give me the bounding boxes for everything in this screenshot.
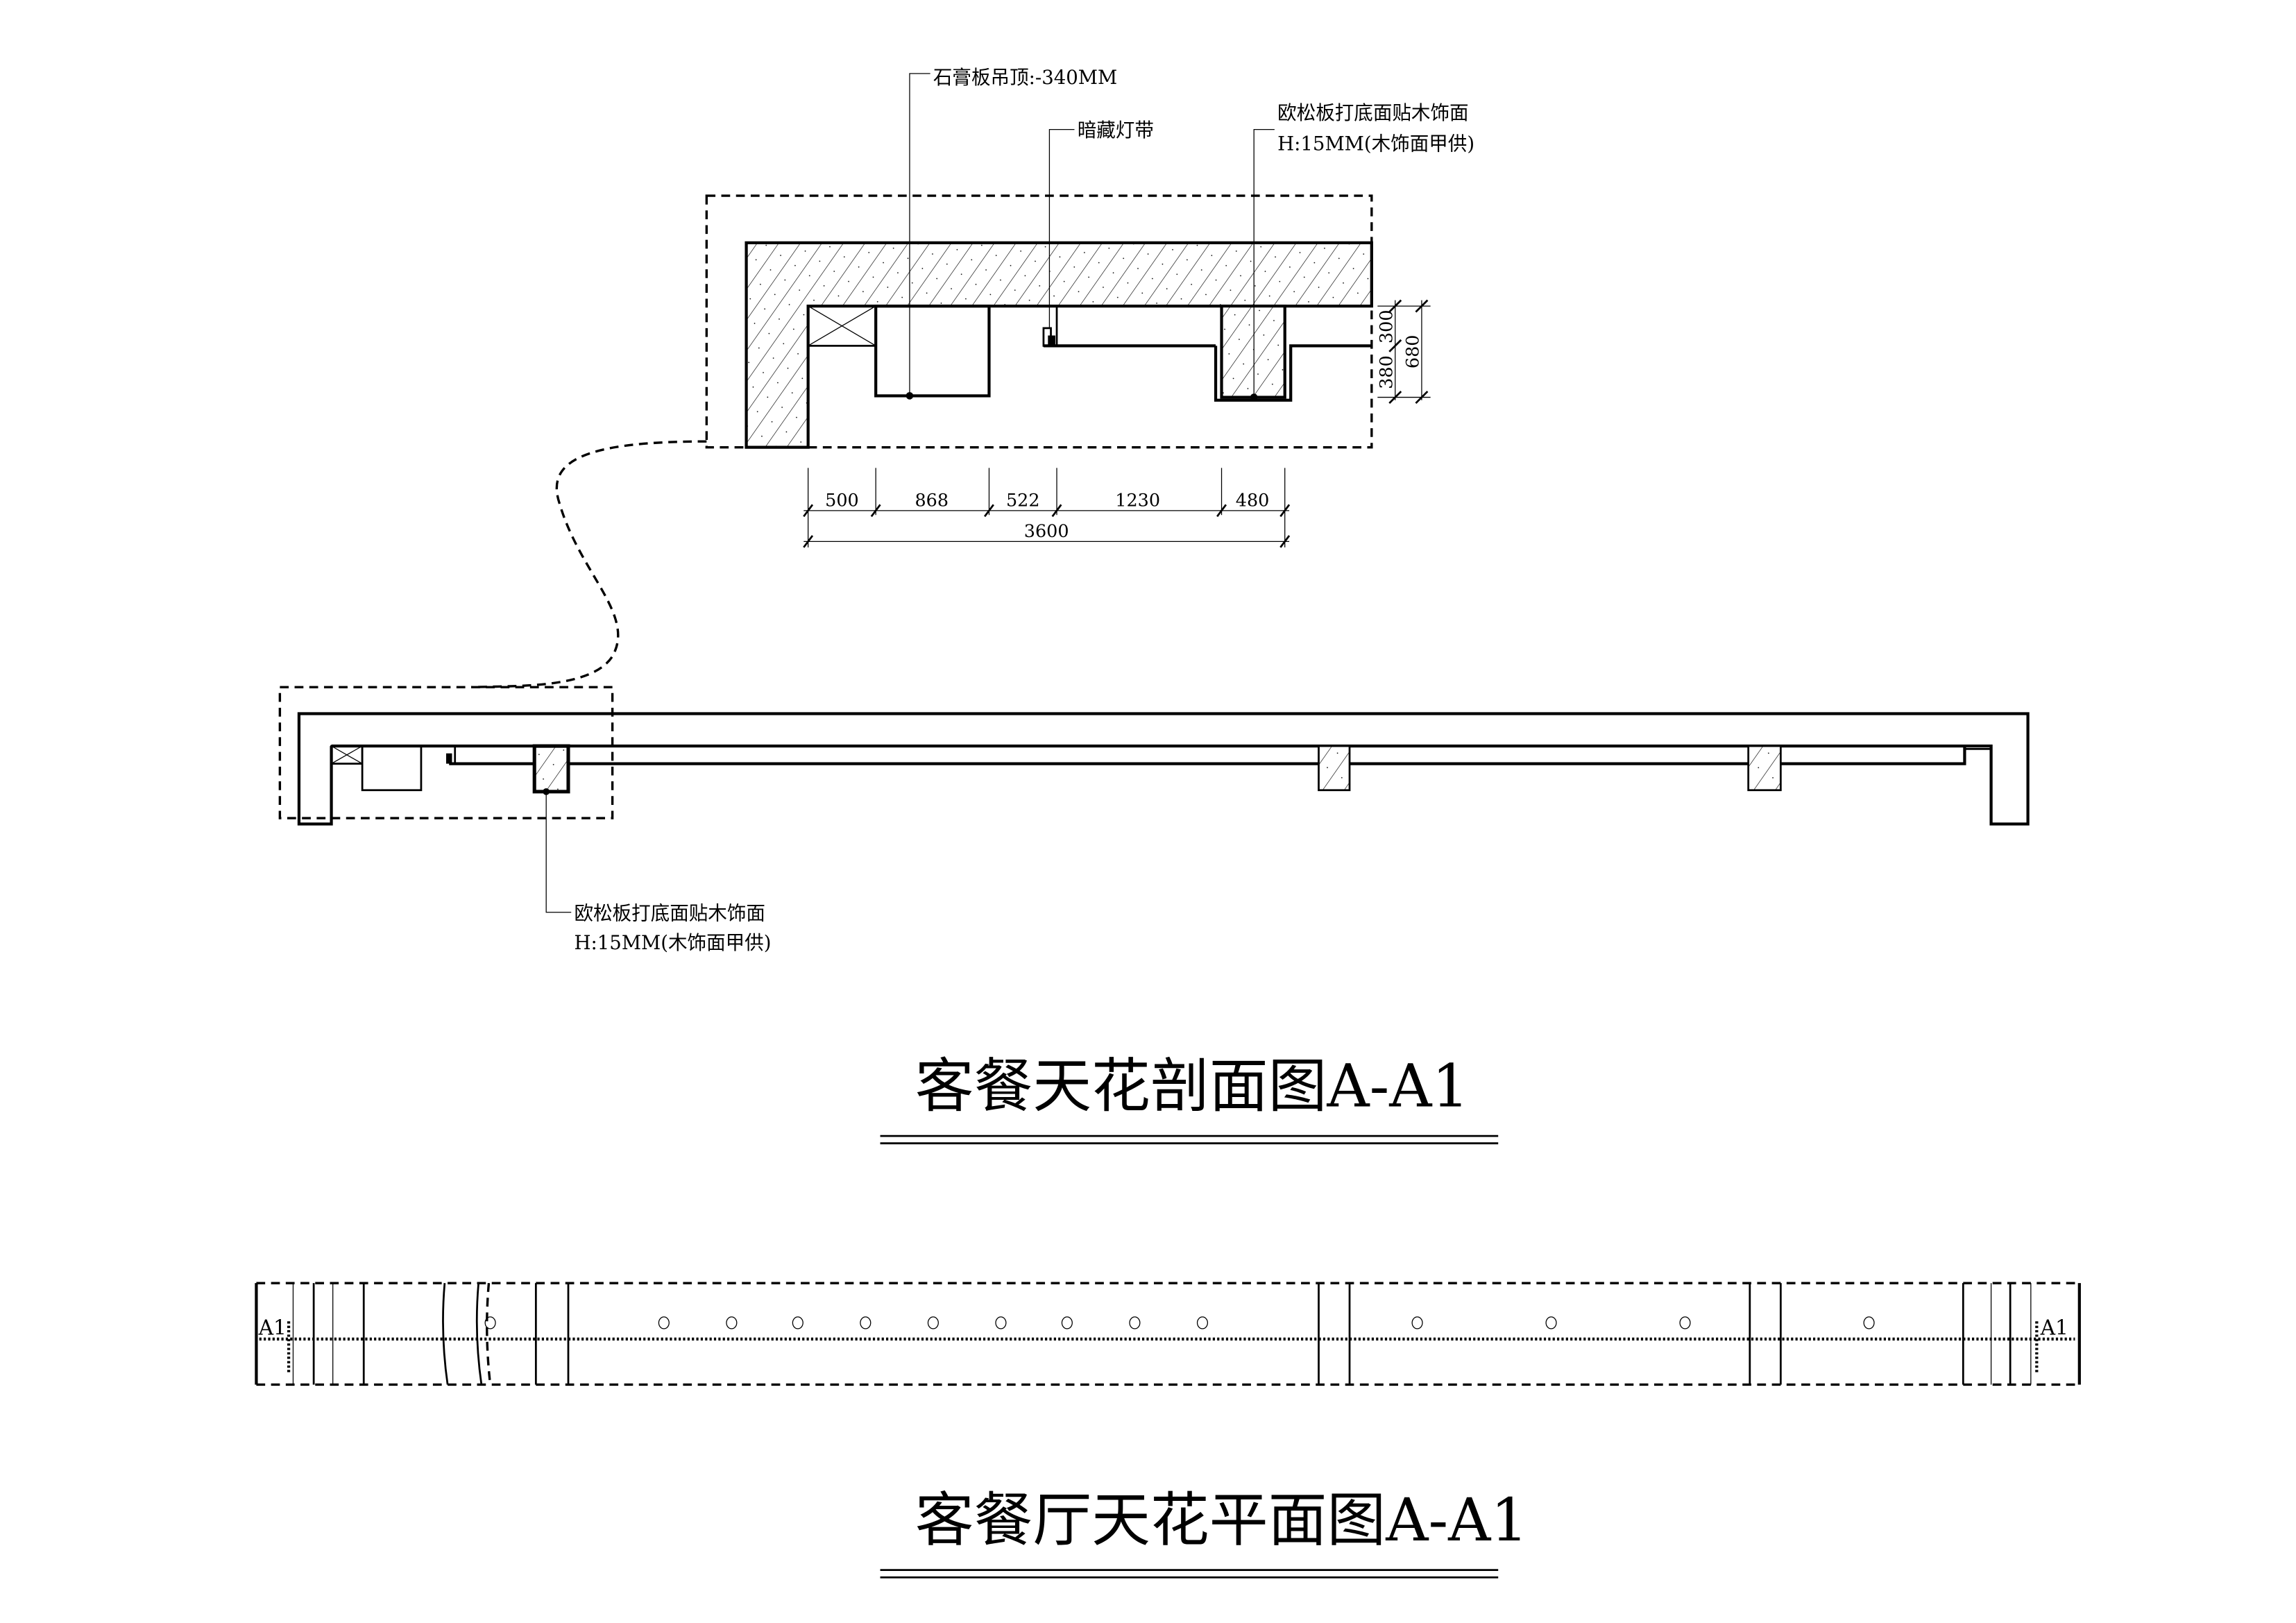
downlight-icon (1863, 1316, 1875, 1329)
detail-view: 石膏板吊顶:-340MM 暗藏灯带 欧松板打底面贴木饰面 H:15MM(木饰面甲… (705, 67, 1474, 548)
detail-link-curve (470, 440, 707, 689)
downlight-icon (726, 1316, 738, 1329)
dim-3600: 3600 (1024, 520, 1069, 541)
plan-view: A1 A1 客餐厅天花平面图A-A1 (255, 1282, 2081, 1579)
section-gypsum-box (361, 745, 423, 792)
dim-868: 868 (915, 489, 949, 510)
timber-block (807, 305, 877, 347)
dim-300: 300 (1376, 309, 1397, 343)
section-mark-left: A1 (258, 1315, 287, 1339)
section-title: 客餐天花剖面图A-A1 (915, 1053, 1470, 1121)
section-timber-block (330, 745, 364, 765)
vertical-dimensions: 300 380 680 (1376, 299, 1431, 405)
downlight-icon (1411, 1316, 1423, 1329)
dim-1230: 1230 (1115, 489, 1160, 510)
downlight-icon (1196, 1316, 1209, 1329)
section-callout-line1: 欧松板打底面贴木饰面 (574, 902, 765, 924)
section-mark-right: A1 (2040, 1315, 2068, 1339)
downlight-icon (1679, 1316, 1691, 1329)
section-beam (1318, 745, 1351, 792)
downlight-icon (995, 1316, 1007, 1329)
section-beam (532, 744, 570, 794)
detail-dashed-frame (705, 194, 1373, 449)
plan-title: 客餐厅天花平面图A-A1 (915, 1486, 1529, 1555)
dim-500: 500 (825, 489, 859, 510)
light-strip (1042, 306, 1216, 348)
section-dashed-frame (278, 686, 614, 819)
downlight-icon (860, 1316, 871, 1329)
downlight-icon (658, 1316, 670, 1329)
dim-522: 522 (1006, 489, 1040, 510)
downlight-icon (484, 1316, 496, 1329)
gypsum-box (874, 304, 991, 398)
section-beam (1747, 745, 1782, 792)
downlights (484, 1316, 1875, 1329)
dim-480: 480 (1236, 489, 1270, 510)
callout-gypsum-ceiling: 石膏板吊顶:-340MM (933, 67, 1117, 89)
horizontal-dimensions: 500 868 522 1230 480 3600 (803, 468, 1291, 548)
section-callout-line2: H:15MM(木饰面甲供) (574, 932, 771, 954)
wood-beam (1220, 304, 1286, 399)
section-view: 欧松板打底面贴木饰面 H:15MM(木饰面甲供) 客餐天花剖面图A-A1 (278, 686, 2030, 1145)
downlight-icon (1129, 1316, 1141, 1329)
callout-osb-line2: H:15MM(木饰面甲供) (1277, 133, 1474, 155)
downlight-icon (927, 1316, 939, 1329)
downlight-icon (1545, 1316, 1557, 1329)
callout-osb-line1: 欧松板打底面贴木饰面 (1277, 102, 1468, 124)
dim-380: 380 (1376, 355, 1397, 389)
callout-hidden-light: 暗藏灯带 (1078, 119, 1154, 142)
downlight-icon (792, 1316, 803, 1329)
dim-680: 680 (1402, 335, 1423, 369)
downlight-icon (1061, 1316, 1073, 1329)
